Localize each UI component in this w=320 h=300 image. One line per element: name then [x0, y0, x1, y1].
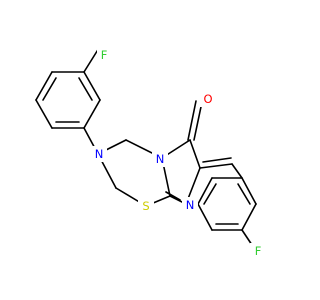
bond	[78, 77, 93, 101]
bond	[35, 71, 53, 101]
oxygen-atom-label: O	[203, 92, 212, 106]
imine-nitrogen-label: N	[186, 198, 195, 212]
bond	[35, 99, 53, 129]
bond	[83, 47, 100, 73]
bridgehead-nitrogen-label: N	[156, 152, 165, 166]
fluorine-atom-label: F	[101, 48, 108, 62]
bond	[189, 139, 201, 169]
fluorine-atom-label: F	[255, 244, 262, 258]
bond	[199, 163, 233, 169]
bond	[187, 100, 197, 141]
bond	[241, 203, 257, 231]
bond	[197, 177, 213, 205]
bond	[203, 183, 217, 205]
atom-layer: F N N O S N F	[91, 47, 266, 259]
bond	[231, 163, 243, 179]
sulfur-atom-label: S	[142, 199, 149, 213]
bond	[241, 177, 257, 205]
bond	[237, 183, 251, 205]
bond	[165, 191, 181, 201]
bond	[83, 71, 101, 101]
bond	[83, 99, 101, 129]
nitrogen-atom-label: N	[95, 147, 104, 161]
bond	[202, 157, 232, 163]
bond-layer	[35, 47, 257, 249]
bond	[197, 203, 213, 231]
bond	[193, 101, 203, 141]
bond	[42, 77, 57, 101]
molecule-structure: F N N O S N F	[35, 47, 266, 259]
